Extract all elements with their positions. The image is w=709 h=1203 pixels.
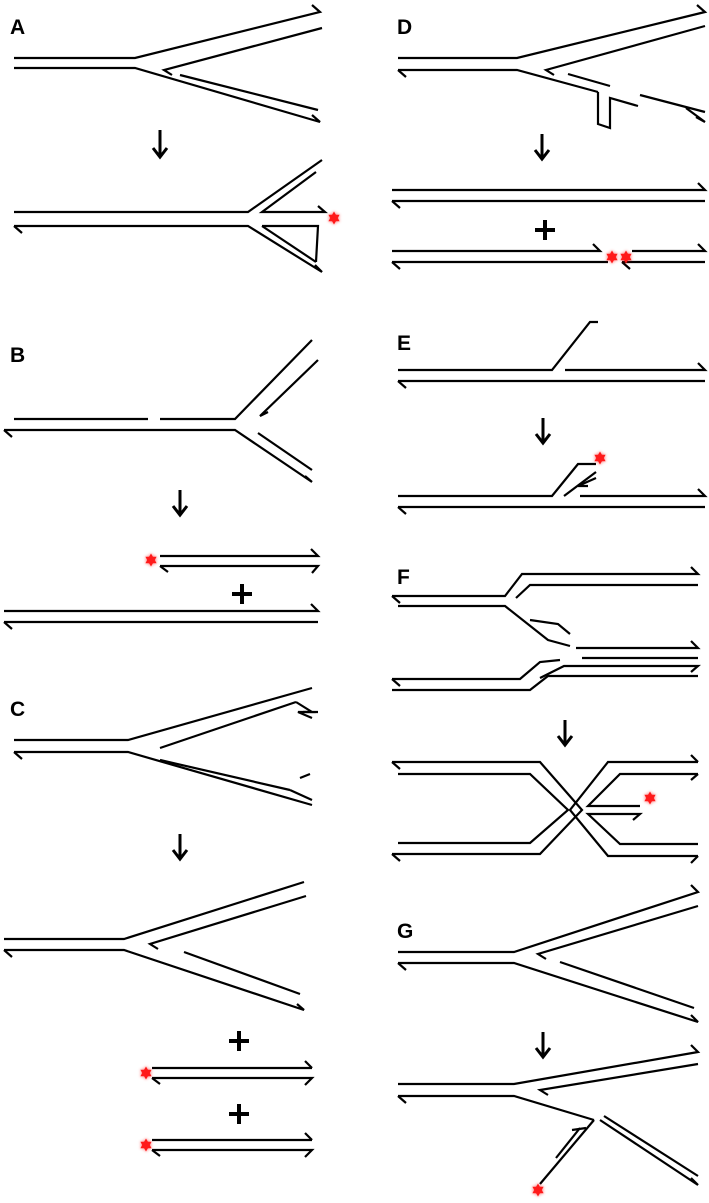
red-star-icon [644,791,656,805]
fork-d-bottom [391,182,708,270]
plus-icon [232,584,252,604]
panel-label-b: B [10,344,25,367]
fork-d-top [397,4,708,130]
down-arrow-icon [534,1032,552,1060]
red-star-icon [140,1066,152,1080]
fork-e-bottom [397,462,708,515]
fragment-c2 [151,1132,315,1158]
red-star-icon [145,553,157,567]
panel-label-f: F [397,566,410,589]
down-arrow-icon [533,134,551,162]
red-star-icon [594,451,606,465]
panel-label-e: E [397,332,411,355]
panel-c: C [3,686,318,1158]
panel-label-c: C [10,698,25,721]
fork-a-bottom [13,159,328,273]
panel-label-g: G [397,920,413,943]
plus-icon [229,1104,249,1124]
fork-f-top [391,566,701,692]
fork-c-bottom [3,880,307,1012]
fork-c-top [13,686,318,807]
panel-g: G [397,884,701,1197]
down-arrow-icon [151,130,169,160]
panel-label-a: A [10,16,25,39]
fork-e-top [397,320,708,389]
red-star-icon [532,1183,544,1197]
panel-f: F [391,566,701,864]
down-arrow-icon [171,490,189,518]
down-arrow-icon [556,720,574,748]
down-arrow-icon [534,418,552,446]
red-star-icon [140,1138,152,1152]
red-star-icon [606,250,618,264]
fork-f-bottom [391,754,699,864]
fork-g-top [397,884,701,1024]
panel-d: D [391,4,708,270]
plus-icon [229,1031,249,1051]
fork-b-top [3,339,319,483]
panel-e: E [397,320,708,515]
fork-b-bottom [3,548,321,630]
fragment-c1 [151,1060,315,1086]
red-star-icon [328,211,340,225]
down-arrow-icon [171,834,189,862]
plus-icon [535,220,555,240]
panel-a: A [10,4,340,273]
panel-b: B [3,339,321,630]
fork-a-top [14,4,323,124]
fork-g-bottom [397,1044,701,1186]
panel-label-d: D [397,16,412,39]
